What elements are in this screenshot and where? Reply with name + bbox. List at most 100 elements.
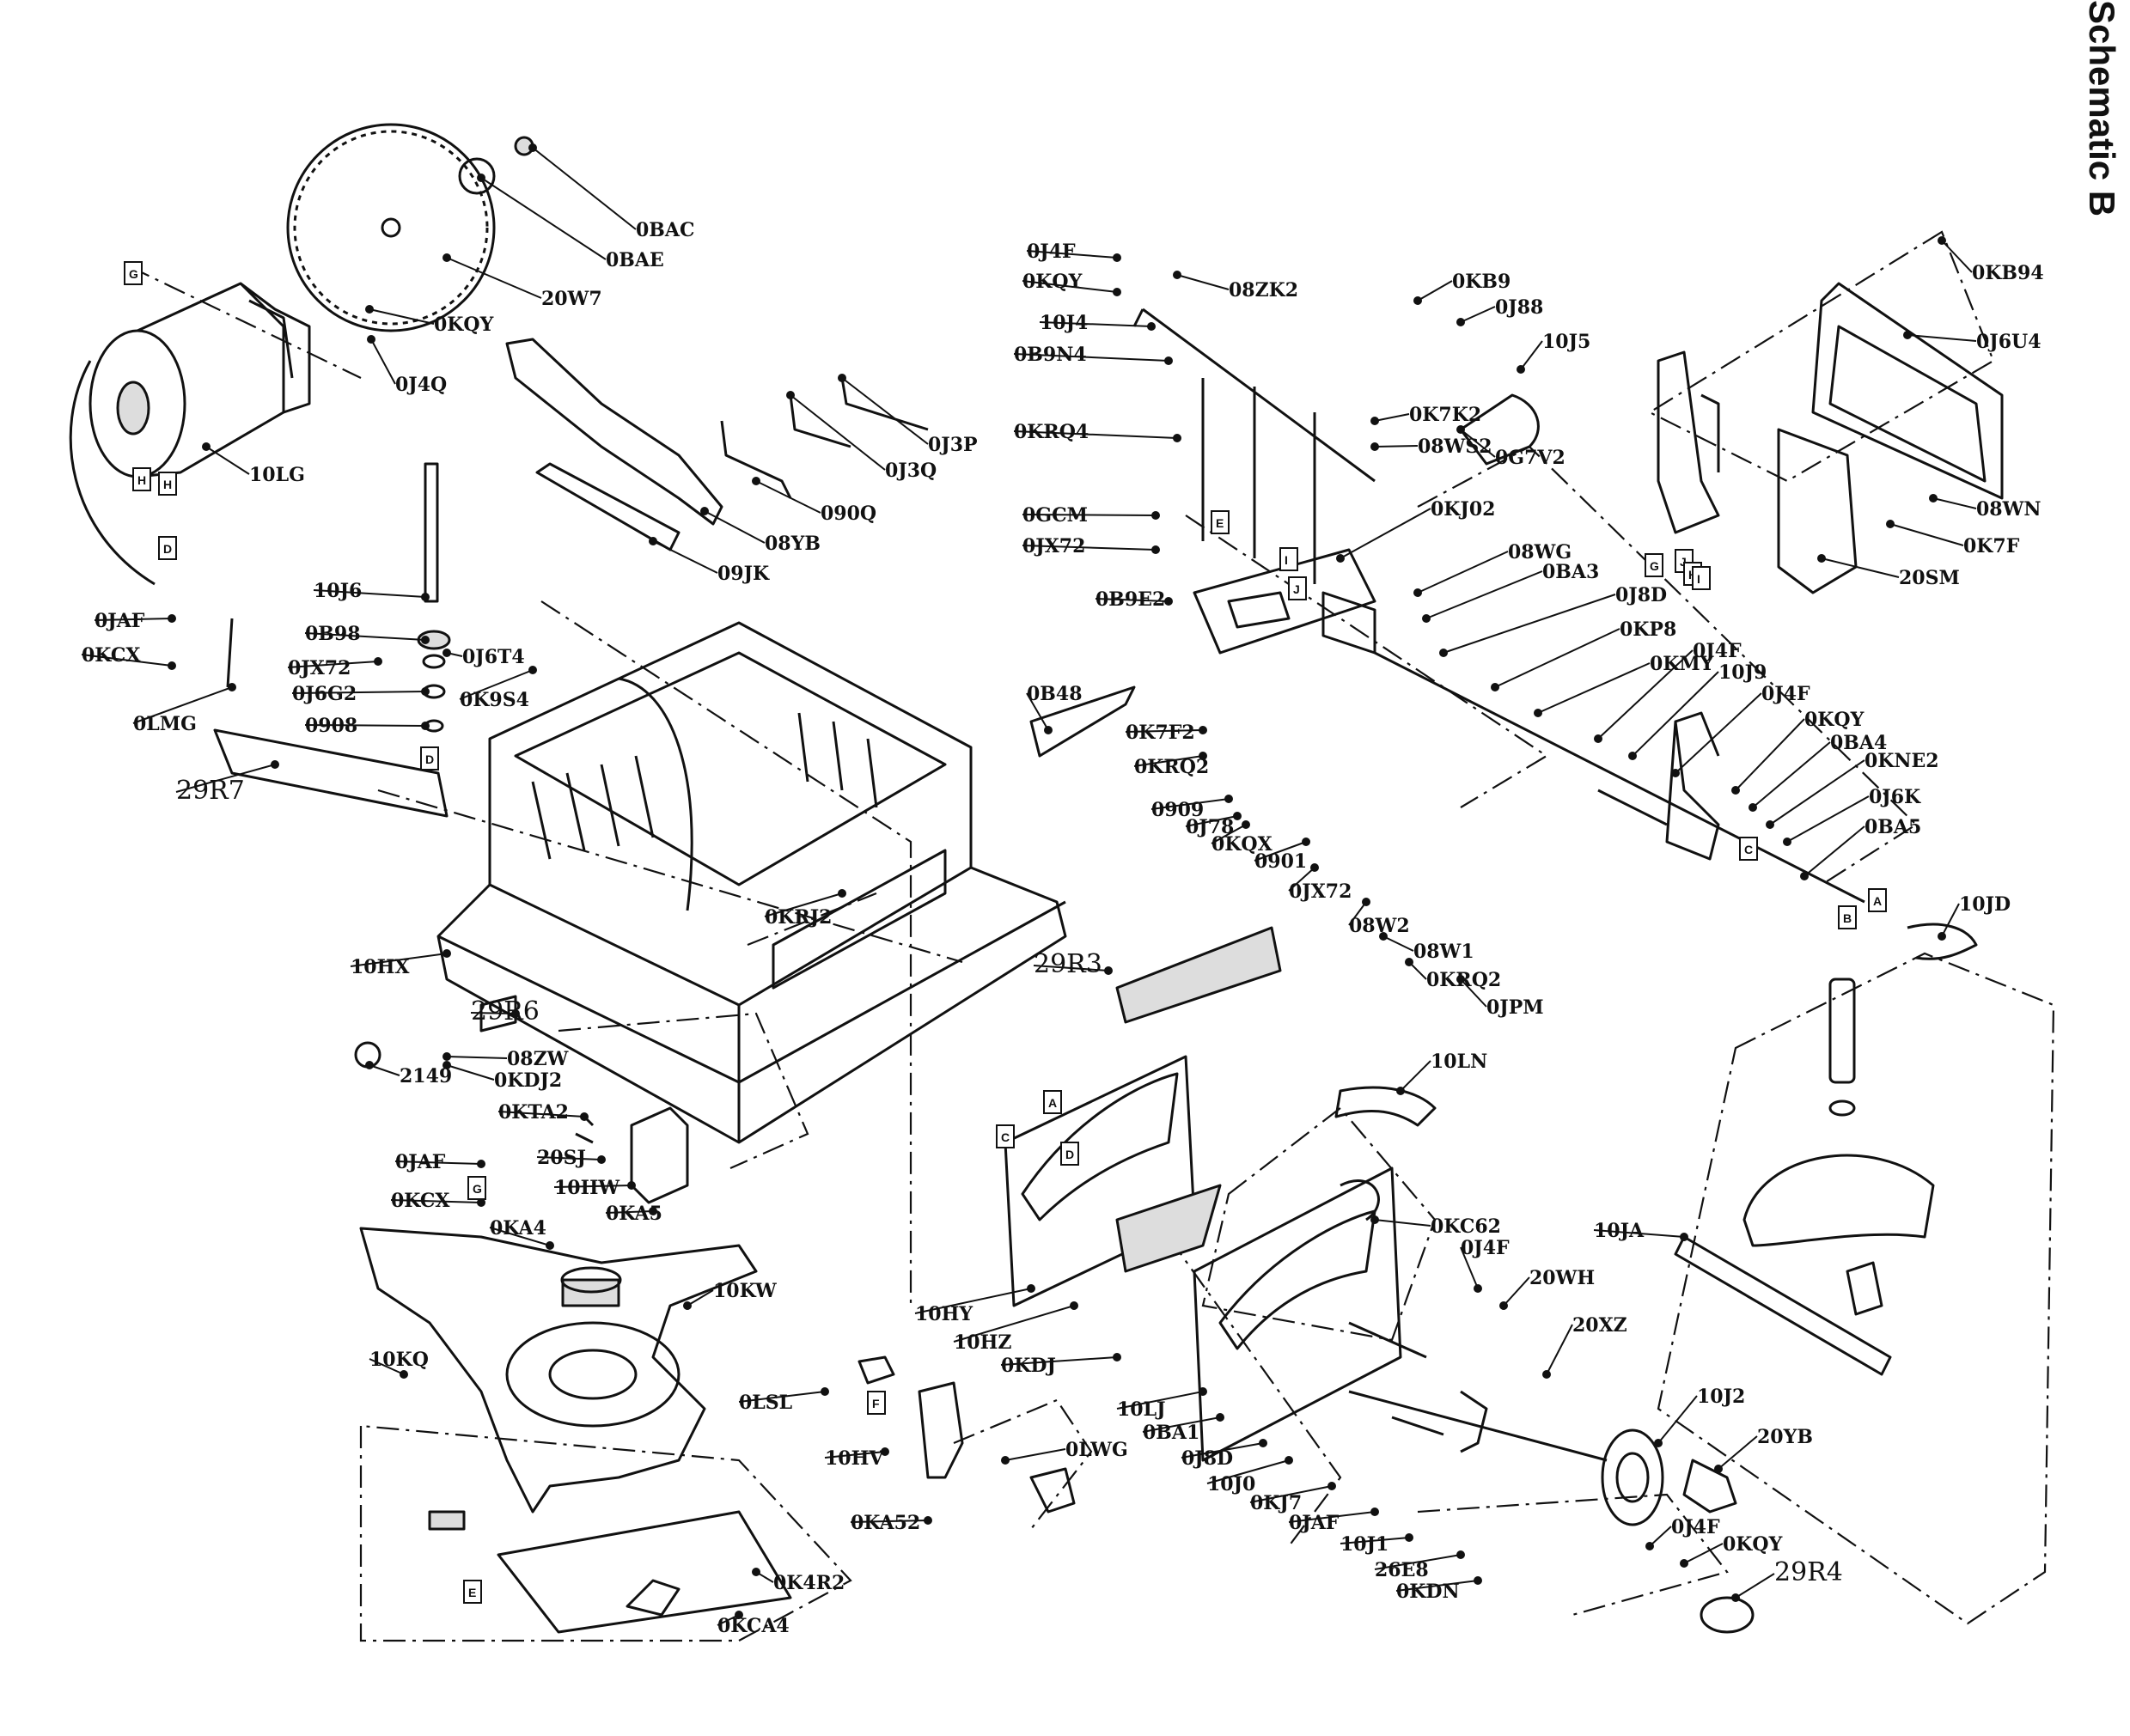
part-label: 10J4	[1040, 312, 1088, 334]
leader-line	[1597, 649, 1694, 740]
part-label: 08WG	[1508, 541, 1572, 563]
leader-dot	[1534, 709, 1542, 717]
assembly-tag-box	[420, 746, 439, 771]
part-label: 0BA3	[1542, 561, 1599, 583]
part-label: 0BA4	[1830, 732, 1887, 754]
leader-dot	[1766, 820, 1774, 829]
part-label: 0KRQ4	[1014, 421, 1089, 443]
leader-dot	[1474, 1576, 1482, 1585]
part-label: 0J4F	[1461, 1237, 1510, 1259]
leader-line	[1022, 280, 1118, 293]
part-label: 0909	[1151, 799, 1204, 821]
part-label: 0GCM	[1022, 504, 1088, 527]
part-label: 0B48	[1027, 683, 1083, 705]
leader-dot	[528, 666, 537, 674]
part-label: 10J0	[1207, 1473, 1255, 1495]
blade-guard-08yb	[505, 338, 723, 551]
part-label: 10KW	[713, 1280, 777, 1302]
leader-dot	[1714, 1465, 1723, 1473]
part-label: 0J88	[1495, 296, 1543, 319]
leader-dot	[1001, 1456, 1010, 1465]
part-label: 0J6K	[1869, 786, 1921, 808]
part-label: 0J6T4	[462, 646, 525, 668]
part-label: 0908	[305, 715, 357, 737]
leader-dot	[1938, 236, 1946, 245]
leader-dot	[1542, 1370, 1551, 1379]
leader-line	[470, 1012, 516, 1014]
leader-dot	[1654, 1439, 1663, 1447]
leader-dot	[477, 1160, 485, 1168]
part-label: 0KRJ2	[765, 906, 832, 929]
part-label: 10J1	[1340, 1533, 1388, 1556]
leader-line	[1907, 334, 1977, 342]
leader-line	[1718, 1435, 1758, 1470]
part-label: 20XZ	[1572, 1314, 1627, 1337]
leader-line	[824, 1451, 886, 1459]
leader-line	[1013, 353, 1169, 362]
part-label: 29R4	[1774, 1557, 1843, 1587]
part-label: 0JAF	[95, 610, 145, 632]
assembly-tag-box	[1211, 510, 1230, 534]
leader-dot	[202, 442, 211, 451]
leader-line	[1348, 901, 1367, 926]
leader-dot	[1310, 863, 1319, 872]
assembly-tag-box	[1739, 837, 1758, 861]
assembly-tag-box	[1838, 905, 1857, 929]
leader-dot	[1151, 545, 1160, 554]
leader-dot	[735, 1611, 743, 1619]
leader-dot	[271, 760, 279, 769]
leader-line	[536, 1156, 602, 1160]
assembly-tag-box	[1043, 1090, 1062, 1114]
leader-dot	[1370, 1215, 1379, 1224]
part-label: 29R6	[471, 996, 540, 1026]
arbor-shaft-10j6	[226, 462, 451, 733]
part-label: 08ZW	[507, 1048, 569, 1070]
leader-dot	[1216, 1413, 1224, 1422]
leader-dot	[580, 1112, 589, 1121]
part-label: 0J4F	[1671, 1516, 1720, 1538]
leader-line	[1125, 729, 1204, 733]
leader-dot	[786, 391, 795, 399]
leader-dot	[1405, 958, 1413, 966]
assembly-tag-letter: E	[1216, 516, 1224, 530]
assembly-tag-box	[1288, 576, 1307, 600]
leader-dot	[1405, 1533, 1413, 1542]
leader-dot	[1113, 1353, 1121, 1361]
assembly-tag-box	[1279, 547, 1298, 571]
leader-dot	[1680, 1559, 1688, 1568]
leader-dot	[477, 174, 485, 182]
part-label: 0LSL	[739, 1392, 792, 1414]
leader-line	[1632, 671, 1719, 757]
part-label: 0KMY	[1650, 653, 1714, 675]
part-label: 0J8D	[1615, 584, 1667, 606]
assembly-tag-box	[867, 1391, 886, 1415]
leader-dot	[421, 687, 430, 696]
leader-line	[1735, 1573, 1775, 1599]
leader-line	[605, 1210, 654, 1214]
leader-line	[1460, 1246, 1479, 1289]
leader-dot	[1336, 554, 1345, 563]
leader-dot	[1259, 1439, 1267, 1447]
leader-line	[304, 632, 426, 641]
leader-line	[1546, 1324, 1573, 1375]
assembly-tag-letter: I	[1285, 553, 1288, 567]
leader-line	[1889, 523, 1964, 546]
leader-line	[369, 1358, 405, 1375]
leader-dot	[821, 1387, 829, 1396]
leader-dot	[924, 1516, 932, 1525]
leader-line	[1520, 340, 1543, 370]
leader-lines	[81, 143, 1977, 1626]
part-label: 0KB9	[1452, 271, 1511, 293]
leader-line	[553, 1185, 632, 1188]
leader-dot	[168, 661, 176, 670]
leader-dot	[838, 889, 846, 898]
leader-dot	[421, 722, 430, 730]
trunnion-10hy	[1004, 1055, 1222, 1307]
leader-line	[132, 686, 233, 724]
leader-line	[1683, 1543, 1724, 1564]
leader-dot	[1800, 872, 1809, 880]
leader-line	[1133, 755, 1204, 767]
leader-dot	[1645, 1542, 1654, 1550]
part-label: 10J5	[1542, 331, 1590, 353]
